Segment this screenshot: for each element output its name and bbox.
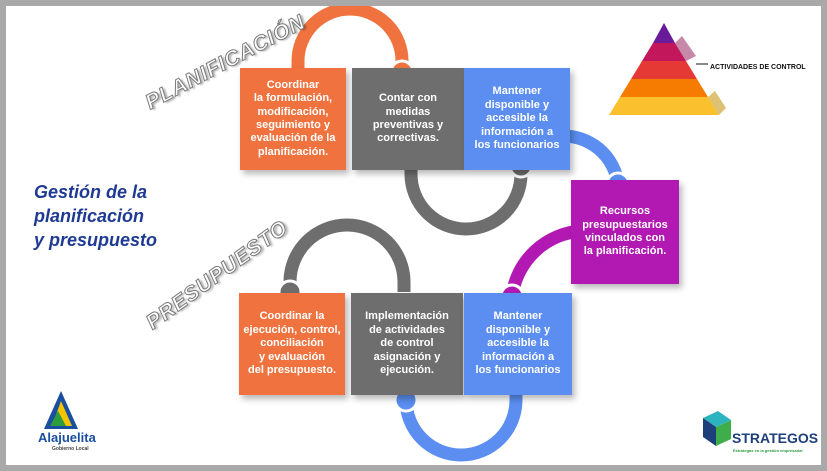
logo-strategos-name: STRATEGOS	[732, 430, 819, 446]
connector-magenta	[505, 224, 582, 298]
planning-step-1: Coordinar la formulación, modificación, …	[240, 68, 346, 170]
strategos-logo-icon	[703, 411, 731, 446]
budget-step-1: Coordinar la ejecución, control, concili…	[239, 293, 345, 395]
pyramid-layer-2	[642, 43, 686, 61]
alajuelita-logo-icon	[44, 391, 78, 429]
pyramid-icon	[609, 23, 726, 115]
connector-layer	[44, 6, 731, 462]
budget-step-2: Implementación de actividades de control…	[351, 293, 463, 395]
connector-gray-bottom	[404, 166, 528, 236]
logo-alajuelita-name: Alajuelita	[38, 430, 96, 445]
connector-gray-lower	[283, 218, 411, 292]
pyramid-layer-1	[653, 23, 675, 43]
connector-orange-top	[291, 6, 409, 72]
pyramid-layer-3	[631, 61, 697, 79]
pyramid-label: ACTIVIDADES DE CONTROL	[710, 64, 806, 71]
logo-strategos-tagline: Estrategas en la gestión empresarial	[733, 448, 803, 453]
pyramid-layer-4	[620, 79, 708, 97]
pyramid-layer-5	[609, 97, 719, 115]
link-step-resources: Recursos presupuestarios vinculados con …	[571, 180, 679, 284]
planning-step-3: Mantener disponible y accesible la infor…	[464, 68, 570, 170]
planning-step-2: Contar con medidas preventivas y correct…	[352, 68, 464, 170]
connector-blue-bottom	[399, 391, 523, 462]
logo-alajuelita-tagline: Gobierno Local	[52, 446, 89, 452]
budget-step-3: Mantener disponible y accesible la infor…	[464, 293, 572, 395]
main-title: Gestión de la planificación y presupuest…	[34, 182, 158, 250]
slide-canvas: PLANIFICACIÓN PRESUPUESTO Gestión de la …	[6, 6, 821, 465]
